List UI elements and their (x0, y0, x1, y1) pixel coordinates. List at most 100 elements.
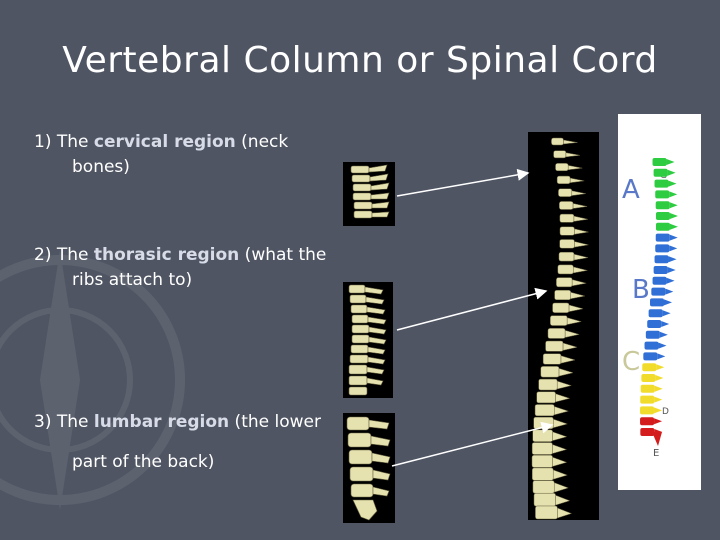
vertebra-process (552, 444, 568, 454)
vertebra (532, 429, 553, 442)
colored-vertebra (648, 309, 663, 318)
vertebra (547, 328, 566, 339)
colored-vertebra-process (669, 234, 678, 241)
vertebra (551, 137, 564, 146)
vertebra (559, 213, 575, 223)
full-spine-image (528, 132, 599, 520)
vertebra (555, 163, 569, 172)
vertebra-process (554, 406, 570, 416)
vertebra-process (564, 330, 580, 338)
vertebra-process (563, 139, 578, 145)
arrow-thoracic (396, 287, 548, 331)
colored-vertebra (647, 320, 662, 328)
vertebra-process (573, 253, 589, 261)
vertebra (557, 264, 574, 275)
vertebra (532, 467, 554, 481)
arrow-cervical (396, 168, 530, 197)
colored-vertebra (640, 384, 655, 393)
vertebra (559, 239, 575, 249)
vertebra (538, 378, 558, 391)
bullet-line2: bones) (72, 157, 130, 177)
vertebra-process (567, 165, 583, 171)
colored-vertebra (655, 201, 670, 210)
vertebra-process (571, 279, 587, 287)
colored-vertebra-process (654, 418, 663, 425)
vertebra (559, 226, 575, 236)
region-letter-c: C (622, 347, 640, 377)
colored-vertebra-process (669, 223, 678, 230)
vertebra-process (560, 355, 576, 364)
vertebra (556, 277, 573, 288)
vertebra (554, 290, 571, 301)
colored-vertebra (651, 287, 666, 296)
vertebra-process (571, 190, 586, 196)
colored-vertebra (640, 395, 655, 404)
colored-vertebra (652, 276, 667, 285)
vertebra-process (552, 469, 569, 480)
colored-vertebra-process (666, 159, 675, 165)
vertebra-process (555, 393, 571, 403)
colored-vertebra-process (669, 191, 678, 198)
colored-vertebra (641, 374, 656, 382)
vertebra (545, 340, 564, 352)
region-letter-b: B (632, 275, 650, 305)
vertebra-process (573, 266, 588, 274)
vertebra (558, 188, 573, 197)
colored-vertebra-process (658, 342, 667, 349)
vertebra (552, 302, 570, 313)
vertebra-process (574, 228, 589, 235)
colored-vertebra (644, 341, 659, 350)
colored-vertebra-process (669, 213, 678, 219)
colored-vertebra (655, 212, 670, 220)
colored-vertebra-process (668, 256, 677, 263)
vertebra (533, 416, 554, 429)
vertebra-process (570, 291, 585, 300)
colored-vertebra (643, 352, 658, 361)
vertebra-process (562, 342, 579, 351)
vertebra (540, 366, 560, 378)
vertebra-process (569, 177, 585, 183)
vertebra-process (553, 482, 570, 493)
bullet-thoracic: 2) The thorasic region (what the ribs at… (34, 243, 354, 293)
colored-vertebra-process (655, 375, 664, 381)
colored-vertebra (640, 417, 655, 426)
colored-vertebra-process (669, 245, 678, 252)
colored-vertebra (640, 428, 655, 436)
vertebra (542, 353, 562, 365)
colored-vertebra-process (661, 321, 670, 327)
bullet-line2: ribs attach to) (72, 270, 193, 290)
bullet-prefix: 3) The (34, 412, 94, 432)
bullet-term: cervical region (93, 132, 236, 152)
vertebra (553, 150, 567, 159)
colored-spine-diagram: A B C F G D E (618, 114, 701, 490)
vertebra-process (553, 418, 569, 429)
colored-vertebra (640, 406, 655, 415)
slide-title: Vertebral Column or Spinal Cord (62, 40, 658, 81)
bullet-suffix: (the lower (229, 412, 321, 432)
vertebra-process (552, 431, 568, 441)
colored-vertebra-process (667, 267, 676, 273)
coccyx (652, 432, 662, 446)
background-compass-emblem (0, 250, 185, 510)
bullet-line2: part of the back) (72, 452, 215, 472)
colored-vertebra-process (654, 396, 663, 403)
colored-vertebra (655, 244, 670, 253)
vertebra-process (555, 494, 571, 506)
vertebra (536, 391, 556, 404)
vertebra-process (572, 203, 588, 209)
colored-vertebra-process (667, 169, 676, 176)
vertebra (556, 175, 571, 184)
lumbar-vertebrae-image (343, 413, 395, 523)
vertebra-process (574, 241, 589, 248)
bullet-term: thorasic region (93, 245, 240, 265)
colored-vertebra (655, 233, 670, 242)
colored-vertebra-process (659, 331, 668, 338)
vertebra (558, 251, 575, 262)
colored-vertebra (654, 179, 669, 188)
bullet-prefix: 2) The (34, 245, 94, 265)
vertebra-process (573, 215, 589, 222)
vertebra-process (556, 380, 573, 390)
colored-vertebra (655, 222, 670, 231)
vertebra-process (568, 304, 584, 312)
